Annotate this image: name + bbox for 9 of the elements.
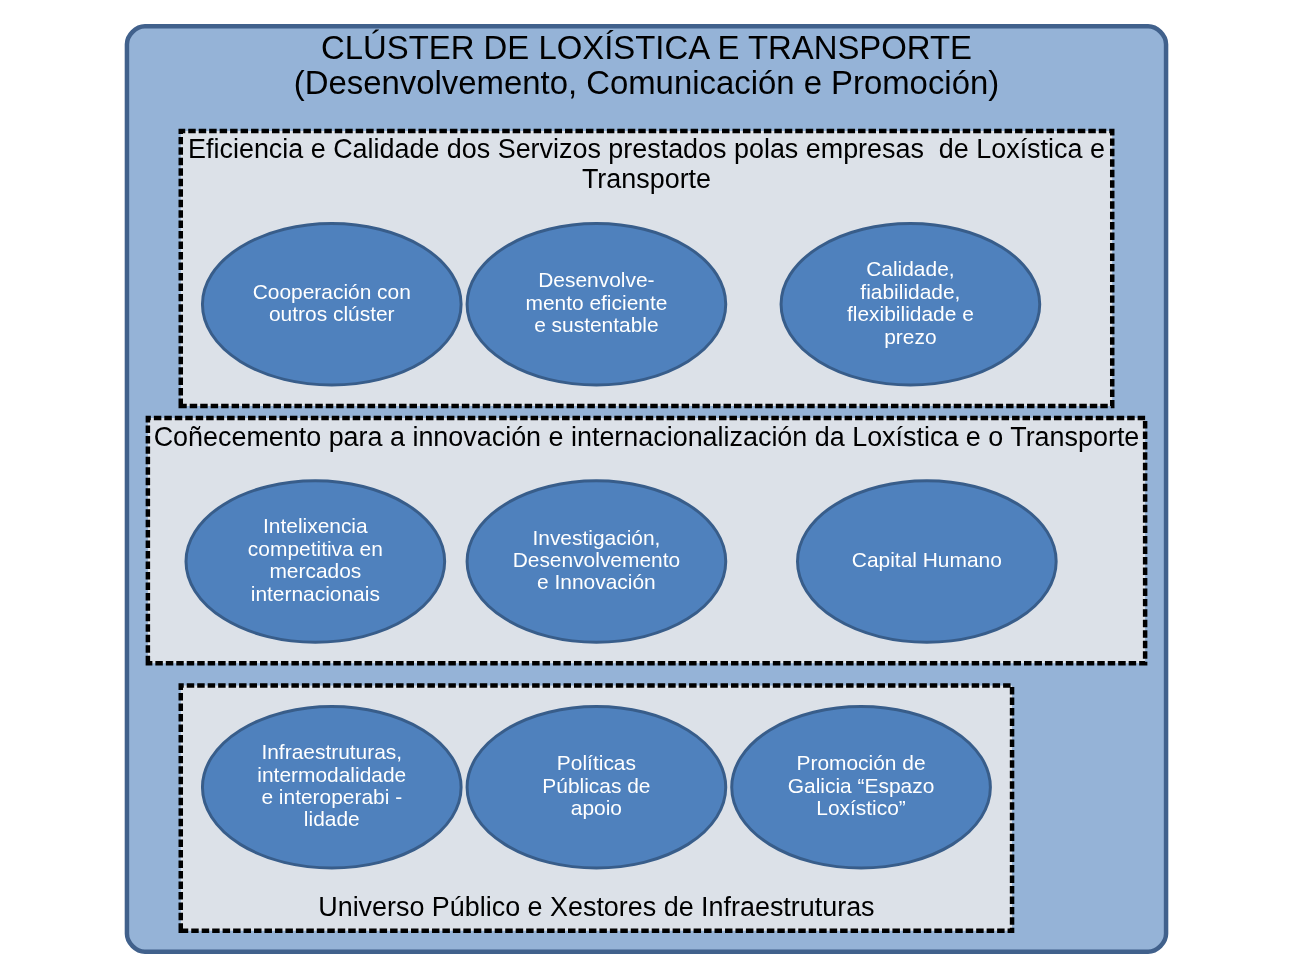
node-ellipse: Investigación, Desenvolvemento e Innovación (465, 479, 728, 644)
node-ellipse: Calidade, fiabilidade, flexibilidade e prezo (779, 222, 1042, 387)
node-ellipse: Capital Humano (796, 479, 1058, 644)
node-ellipse: Promoción de Galicia “Espazo Loxístico” (730, 705, 992, 870)
node-ellipse: Desenvolve- mento eficiente e sustentable (465, 222, 728, 387)
node-ellipse: Intelixencia competitiva en mercados internacionais (184, 479, 447, 644)
node-ellipse: Políticas Públicas de apoio (465, 705, 728, 870)
node-ellipse: Infraestruturas, intermodalidade e interoperabi - lidade (200, 705, 463, 870)
node-ellipse: Cooperación con outros clúster (200, 222, 463, 387)
